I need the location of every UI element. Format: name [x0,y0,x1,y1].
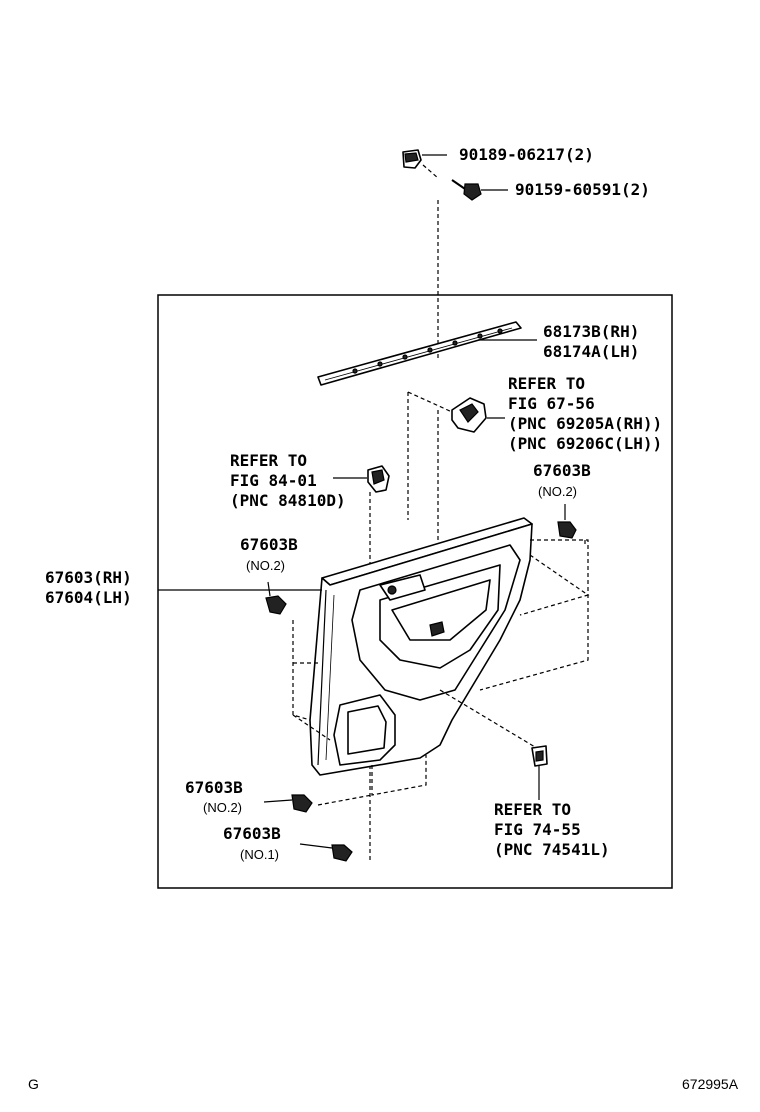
label-ref-74-line2: FIG 74-55 [494,820,581,839]
label-clip-left-no: (NO.2) [246,558,285,573]
label-clip-left-pn: 67603B [240,535,298,554]
clip-left-no2-icon[interactable] [265,581,287,615]
dash-bracket [439,689,541,751]
footer-right-code: 672995A [682,1076,739,1092]
label-clip-bottom1-no: (NO.2) [203,800,242,815]
label-bolt-90189: 90189-06217(2) [459,145,594,164]
inside-handle-part[interactable] [451,397,487,433]
label-ref-67-line2: FIG 67-56 [508,394,595,413]
window-switch-part[interactable] [367,465,390,493]
label-clip-bottom2-no: (NO.1) [240,847,279,862]
label-ref-67-line3: (PNC 69205A(RH)) [508,414,662,433]
label-ref-67-line1: REFER TO [508,374,585,393]
label-ref-74-line1: REFER TO [494,800,571,819]
label-ref-67-line4: (PNC 69206C(LH)) [508,434,662,453]
label-clip-right-pn: 67603B [533,461,591,480]
clip-right-no2-icon[interactable] [557,504,577,539]
label-screw-90159: 90159-60591(2) [515,180,650,199]
reflector-bracket-part[interactable] [531,745,548,767]
label-ref-84-line3: (PNC 84810D) [230,491,346,510]
dash-panel-bottom [371,755,427,796]
label-clip-bottom2-pn: 67603B [223,824,281,843]
door-trim-panel-part[interactable] [309,517,533,776]
clip-bottom-no2-icon[interactable] [263,794,313,813]
bolt-90189-icon[interactable] [402,149,422,169]
label-panel-lh: 67604(LH) [45,588,132,607]
label-clip-right-no: (NO.2) [538,484,577,499]
dash-panel-right [479,539,590,691]
label-clip-bottom1-pn: 67603B [185,778,243,797]
label-ref-84-line1: REFER TO [230,451,307,470]
dash-handle [407,391,453,520]
label-weatherstrip-lh: 68174A(LH) [543,342,639,361]
dash-clip-bottom [317,794,373,806]
dash-panel-left [292,620,331,741]
assembly-frame [157,294,673,889]
weatherstrip-part[interactable] [317,321,522,386]
footer-left-code: G [28,1076,39,1092]
label-weatherstrip-rh: 68173B(RH) [543,322,639,341]
label-panel-rh: 67603(RH) [45,568,132,587]
label-ref-84-line2: FIG 84-01 [230,471,317,490]
screw-90159-icon[interactable] [451,179,482,201]
clip-bottom-no1-icon[interactable] [299,843,353,862]
label-ref-74-line3: (PNC 74541L) [494,840,610,859]
